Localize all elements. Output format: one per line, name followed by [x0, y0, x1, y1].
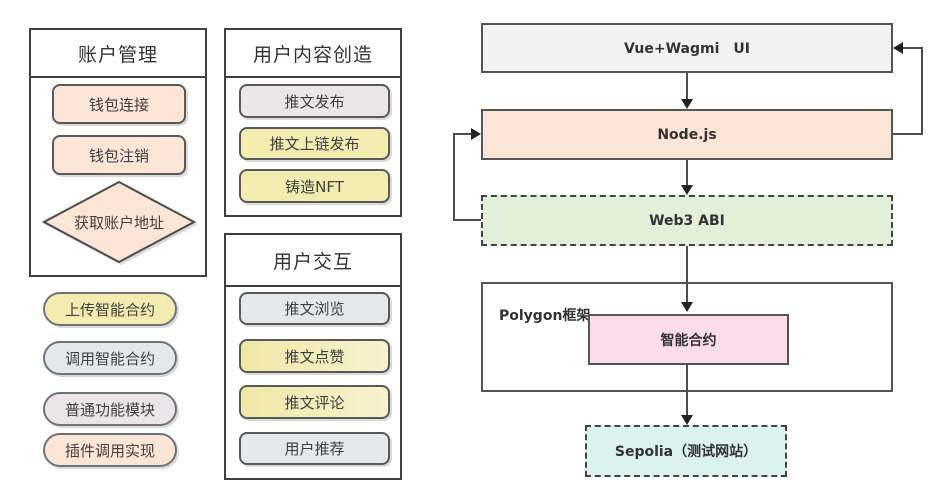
feedback-right-arrow-head	[893, 42, 903, 54]
legend-pill-upload-contract: 上传智能合约	[43, 292, 177, 326]
diamond-shape-icon	[42, 180, 196, 264]
feedback-left-arrow-head	[471, 128, 481, 140]
user-interaction-group: 用户交互 推文浏览 推文点赞 推文评论 用户推荐	[224, 233, 402, 480]
feedback-left-vertical-line	[453, 133, 455, 221]
feedback-left-bottom-line	[454, 219, 481, 221]
content-creation-group: 用户内容创造 推文发布 推文上链发布 铸造NFT	[224, 28, 402, 217]
arrow-web3-to-contract-head	[681, 302, 693, 312]
feedback-left-top-line	[454, 133, 472, 135]
arrow-node-to-web3-head	[681, 185, 693, 195]
user-interaction-title: 用户交互	[226, 235, 400, 287]
arrow-ui-to-node-head	[681, 99, 693, 109]
tweet-browse-node: 推文浏览	[239, 292, 390, 325]
get-address-label: 获取账户地址	[73, 213, 164, 232]
account-management-title: 账户管理	[31, 30, 205, 78]
arrow-web3-to-contract-line	[686, 246, 688, 303]
arrow-ui-to-node-line	[686, 73, 688, 100]
arrow-contract-to-sepolia-line	[686, 363, 688, 416]
feedback-right-bottom-line	[893, 133, 923, 135]
get-address-diamond: 获取账户地址	[42, 180, 196, 264]
sepolia-node: Sepolia（测试网站）	[585, 425, 787, 477]
tweet-publish-node: 推文发布	[239, 84, 390, 118]
account-management-group: 账户管理 钱包连接 钱包注销 获取账户地址	[29, 28, 207, 277]
feedback-right-vertical-line	[921, 47, 923, 135]
content-creation-title: 用户内容创造	[226, 30, 400, 78]
wallet-connect-node: 钱包连接	[52, 84, 186, 124]
arrow-node-to-web3-line	[686, 160, 688, 186]
tweet-comment-node: 推文评论	[239, 385, 390, 419]
polygon-framework-label: Polygon框架	[499, 308, 591, 324]
web3-abi-node: Web3 ABI	[481, 195, 893, 246]
legend-pill-plugin-call: 插件调用实现	[43, 433, 177, 467]
tweet-onchain-publish-node: 推文上链发布	[239, 127, 390, 160]
user-recommend-node: 用户推荐	[239, 432, 390, 465]
mint-nft-node: 铸造NFT	[239, 169, 390, 203]
tweet-like-node: 推文点赞	[239, 339, 390, 373]
vue-wagmi-ui-node: Vue+Wagmi UI	[481, 23, 893, 73]
smart-contract-node: 智能合约	[588, 314, 789, 365]
legend-pill-call-contract: 调用智能合约	[43, 341, 177, 375]
nodejs-node: Node.js	[481, 109, 893, 160]
wallet-logout-node: 钱包注销	[52, 135, 186, 175]
feedback-right-top-line	[902, 47, 923, 49]
arrow-contract-to-sepolia-head	[681, 415, 693, 425]
legend-pill-normal-module: 普通功能模块	[43, 392, 177, 426]
